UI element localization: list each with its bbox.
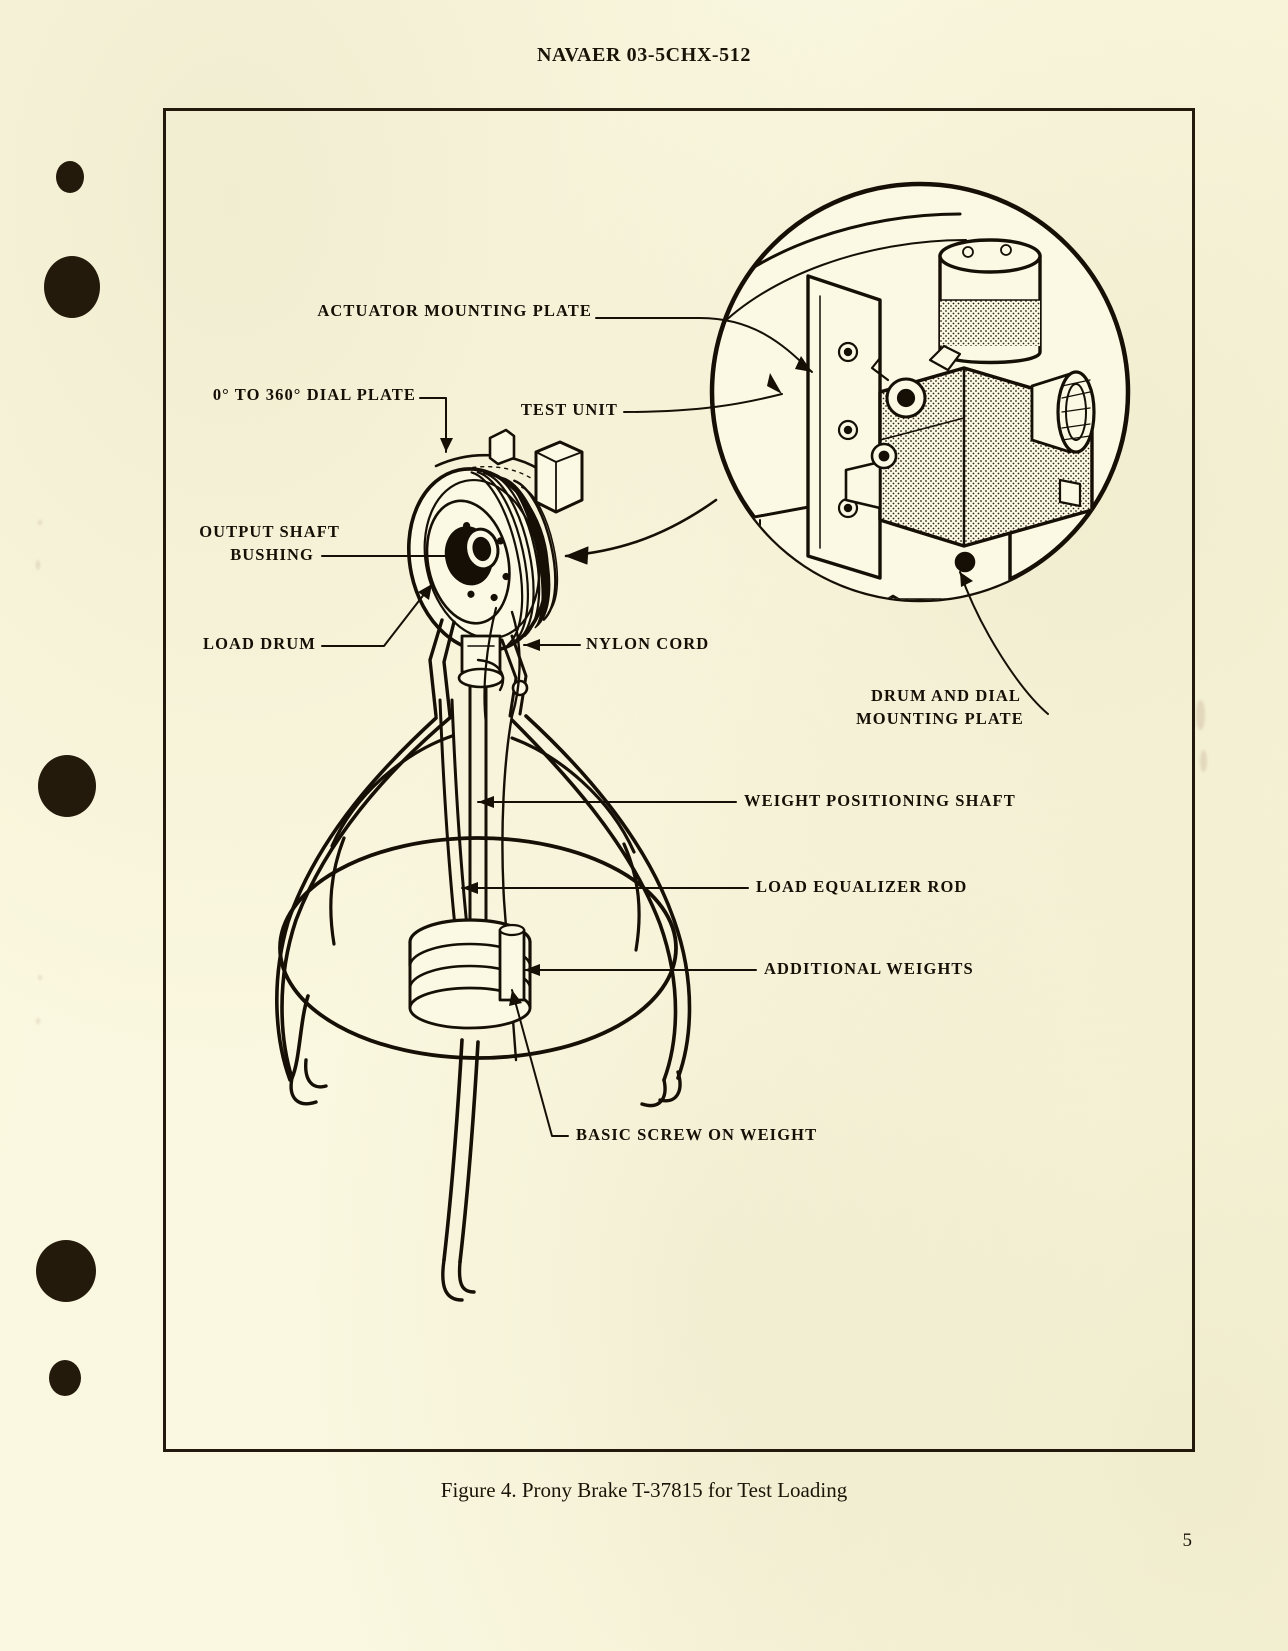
edge-smudge-right [1196,700,1205,730]
figure-border [163,108,1195,1452]
callout-load-equalizer-rod: LOAD EQUALIZER ROD [756,877,968,896]
callout-output-shaft-bushing-line1: OUTPUT SHAFT [199,522,340,541]
margin-mark-1 [38,520,42,525]
callout-drum-and-dial-line1: DRUM AND DIAL [871,686,1021,705]
callout-additional-weights: ADDITIONAL WEIGHTS [764,959,974,978]
punch-hole-2 [44,256,100,318]
callout-weight-positioning-shaft: WEIGHT POSITIONING SHAFT [744,791,1016,810]
punch-hole-4 [36,1240,96,1302]
callout-drum-and-dial-line2: MOUNTING PLATE [856,709,1024,728]
margin-mark-4 [36,1018,40,1024]
punch-hole-3 [38,755,96,817]
margin-mark-2 [36,560,40,570]
punch-hole-5 [49,1360,81,1396]
page-number: 5 [1182,1530,1193,1551]
page-header-title: NAVAER 03-5CHX-512 [537,44,751,66]
edge-smudge-right-2 [1200,750,1207,772]
callout-load-drum: LOAD DRUM [202,634,316,653]
callout-basic-screw-on-weight: BASIC SCREW ON WEIGHT [576,1125,818,1144]
callout-dial-plate: 0° TO 360° DIAL PLATE [212,385,416,404]
callout-nylon-cord: NYLON CORD [586,634,710,653]
callout-output-shaft-bushing-line2: BUSHING [230,545,314,564]
figure-caption: Figure 4. Prony Brake T-37815 for Test L… [440,1478,848,1502]
punch-hole-1 [56,161,84,193]
callout-test-unit: TEST UNIT [520,400,618,419]
callout-actuator-mounting-plate: ACTUATOR MOUNTING PLATE [317,301,592,320]
margin-mark-3 [38,975,42,980]
